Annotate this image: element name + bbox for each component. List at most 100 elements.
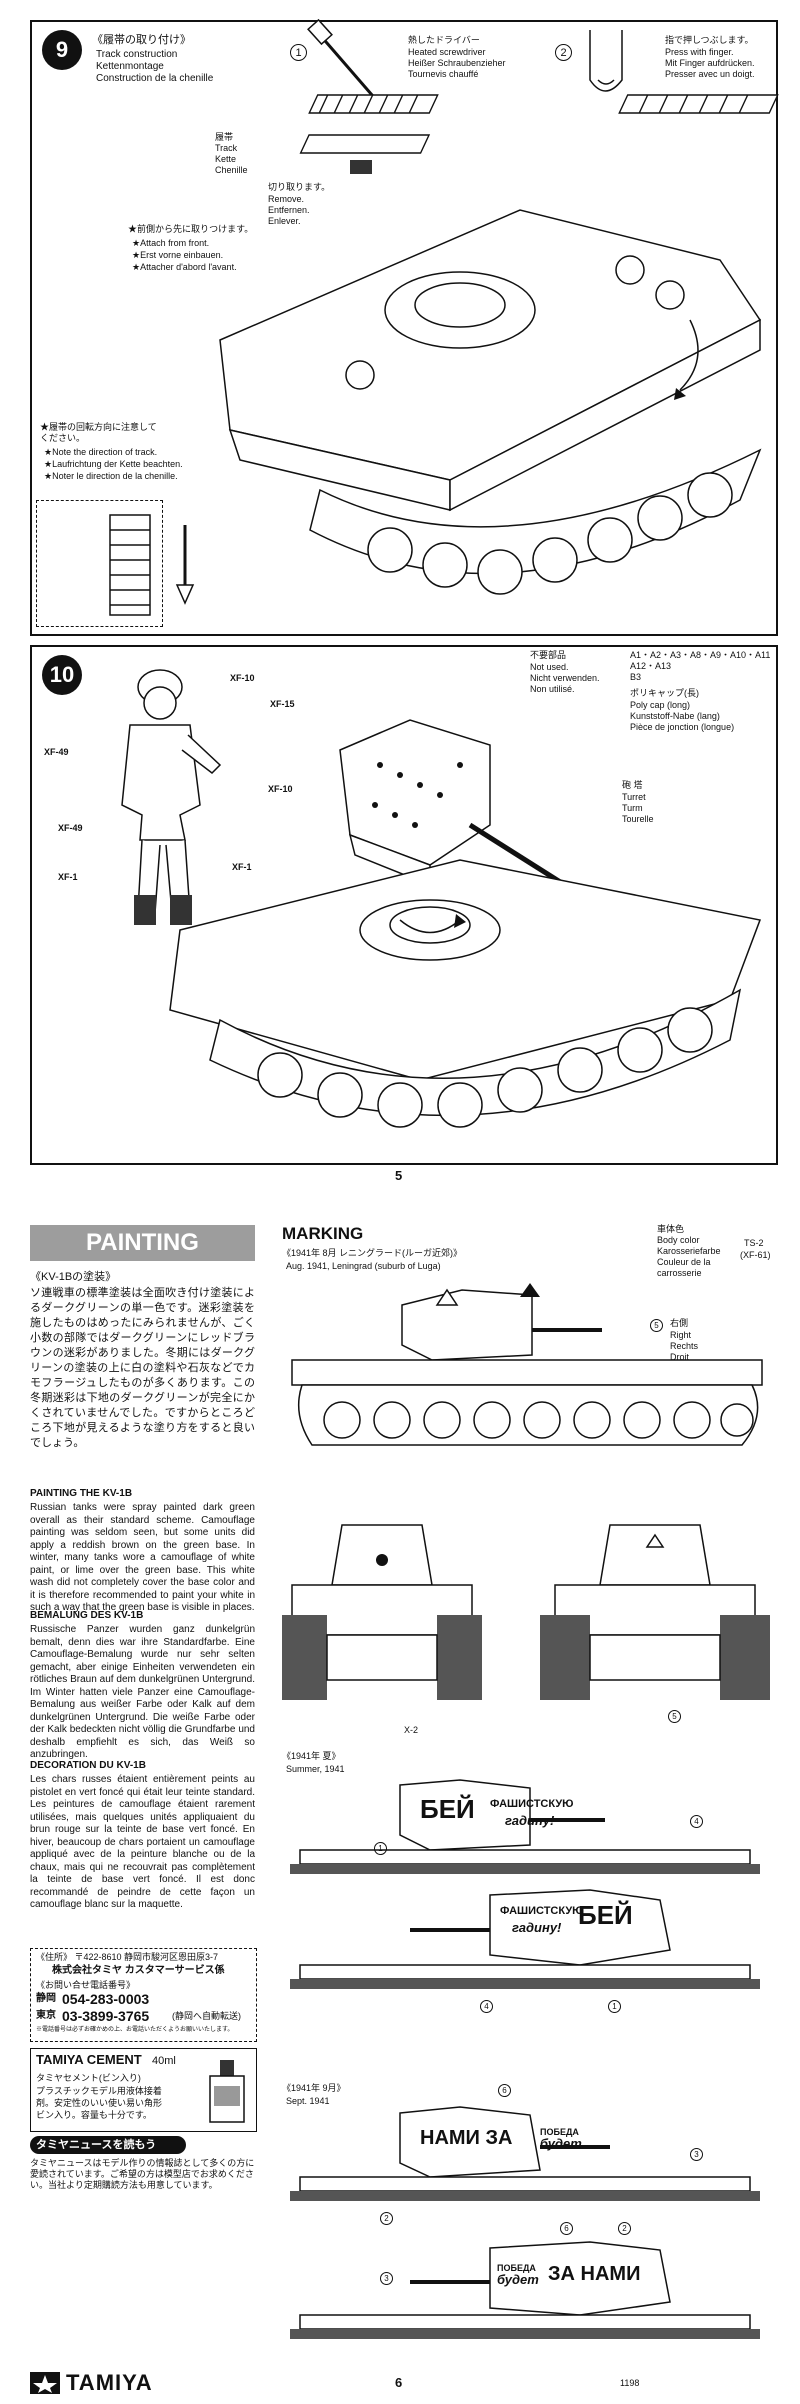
step9-title-fr: Construction de la chenille	[96, 73, 214, 84]
track-strip-illustration	[299, 94, 779, 174]
slogan-fash-2: ФАШИСТСКУЮ	[500, 1905, 584, 1917]
attach-note-en: ★Attach from front.	[132, 238, 210, 248]
slogan-zanami-2: ЗА НАМИ	[548, 2263, 641, 2285]
painting-jp-body: ソ連戦車の標準塗装は全面吹き付け塗装によるダークグリーンの単一色です。迷彩塗装を…	[30, 1287, 255, 1449]
painting-en-title: PAINTING THE KV-1B	[30, 1488, 133, 1499]
news-body: タミヤニュースはモデル作りの情報誌として多くの方に愛読されています。ご希望の方は…	[30, 2158, 255, 2190]
painting-banner: PAINTING	[30, 1225, 255, 1261]
slogan-gadinu-1: гадину!	[505, 1813, 555, 1828]
painting-de-body: Russische Panzer wurden ganz dunkelgrün …	[30, 1624, 255, 1760]
tank-hull-step9	[219, 209, 762, 595]
unused-label-en: Not used.	[530, 662, 569, 672]
body-color-code2: (XF-61)	[740, 1250, 771, 1260]
paint-callout-helmet: XF-10	[230, 673, 255, 683]
attach-note-fr: ★Attacher d'abord l'avant.	[132, 262, 237, 272]
marking-v3-en: Sept. 1941	[286, 2096, 330, 2106]
track-direction-inset	[36, 500, 163, 627]
track-label-jp: 履帯	[215, 132, 234, 142]
direction-note-jp: ★履帯の回転方向に注意して ください。	[40, 422, 157, 443]
marking-v3-jp: 《1941年 9月》	[282, 2083, 346, 2093]
step10-number: 10	[42, 655, 82, 695]
paint-callout-boots-right: XF-1	[232, 862, 252, 872]
screwdriver-label-fr: Tournevis chauffé	[408, 69, 479, 79]
cement-brand: TAMIYA CEMENT	[36, 2052, 142, 2067]
paint-callout-hand: XF-10	[268, 784, 293, 794]
contact-shizuoka-city: 静岡	[36, 1993, 56, 2004]
marking-title: MARKING	[282, 1224, 364, 1243]
paint-callout-boots-left: XF-1	[58, 872, 78, 882]
slogan-nami-1: НАМИ ЗА	[420, 2127, 513, 2149]
cut-label-fr: Enlever.	[268, 216, 301, 226]
cement-size: 40ml	[152, 2055, 176, 2067]
painting-jp-title: 《KV-1Bの塗装》	[30, 1271, 117, 1283]
contact-tokyo-note: (静岡へ自動転送)	[172, 2011, 241, 2021]
contact-company: 株式会社タミヤ カスタマーサービス係	[52, 1965, 225, 1976]
slogan-budet-2: будет	[497, 2272, 539, 2287]
cut-label-jp: 切り取ります。	[268, 182, 331, 192]
painting-fr-title: DECORATION DU KV-1B	[30, 1760, 146, 1771]
news-title: タミヤニュースを読もう	[30, 2136, 186, 2154]
press-label-de: Mit Finger aufdrücken.	[665, 58, 755, 68]
cement-bottle-icon	[209, 2060, 245, 2123]
contact-tokyo-number: 03-3899-3765	[62, 2008, 150, 2024]
cut-label-de: Entfernen.	[268, 205, 310, 215]
attach-note-de: ★Erst vorne einbauen.	[132, 250, 224, 260]
tank-v3-right	[290, 2241, 760, 2339]
direction-note-fr: ★Noter le direction de la chenille.	[44, 471, 178, 481]
slogan-bei-2: БЕЙ	[578, 1900, 633, 1930]
cut-label-en: Remove.	[268, 194, 305, 204]
substep2-number: 2	[555, 32, 576, 61]
decal-3-b: 3	[380, 2272, 397, 2285]
unused-parts-list: A1・A2・A3・A8・A9・A10・A11 A12・A13 B3	[630, 650, 771, 682]
tank-v3-left	[290, 2106, 760, 2201]
product-code: 1198	[620, 2378, 640, 2388]
marking-v2-en: Summer, 1941	[286, 1764, 345, 1774]
press-label-fr: Presser avec un doigt.	[665, 69, 755, 79]
track-direction-detail	[109, 514, 195, 616]
direction-note-de: ★Laufrichtung der Kette beachten.	[44, 459, 183, 469]
side-right-en: Right	[670, 1330, 692, 1340]
slogan-fash-1: ФАШИСТСКУЮ	[490, 1798, 574, 1810]
painting-en-body: Russian tanks were spray painted dark gr…	[30, 1502, 255, 1613]
screwdriver-label-jp: 熱したドライバー	[408, 35, 480, 45]
press-label-jp: 指で押しつぶします。	[665, 35, 754, 45]
polycap-label-jp: ポリキャップ(長)	[630, 688, 699, 698]
body-color-jp: 車体色	[657, 1224, 685, 1234]
contact-box	[30, 1948, 257, 2042]
decal-3-a: 3	[690, 2148, 707, 2161]
tank-hull-step10	[169, 859, 762, 1128]
body-color-en: Body color	[657, 1235, 700, 1245]
screwdriver-label-en: Heated screwdriver	[408, 47, 486, 57]
contact-phone-label: 《お問い合せ電話番号》	[36, 1980, 136, 1990]
turret-label-en: Turret	[622, 792, 646, 802]
slogan-pobeda-2: ПОБЕДА	[497, 2263, 536, 2273]
step9-title-en: Track construction	[96, 49, 178, 60]
attach-note-jp: ★前側から先に取りつけます。	[128, 224, 254, 234]
side-right-num: 5	[650, 1319, 667, 1332]
substep1-number: 1	[290, 32, 311, 61]
contact-tokyo-city: 東京	[36, 2010, 56, 2021]
decal-2-b: 2	[618, 2222, 635, 2235]
painting-fr-body: Les chars russes étaient entièrement pei…	[30, 1774, 255, 1910]
unused-label-fr: Non utilisé.	[530, 684, 575, 694]
slogan-bei-1: БЕЙ	[420, 1794, 475, 1824]
tank-v2-right	[290, 1889, 760, 1989]
track-label-en: Track	[215, 143, 238, 153]
track-label-de: Kette	[215, 154, 237, 164]
slogan-budet-1: будет	[540, 2136, 582, 2151]
decal-4-a: 4	[690, 1815, 707, 1828]
tank-front-view	[282, 1524, 482, 1700]
soldier-figure	[121, 669, 222, 925]
tamiya-logo-text: TAMIYA	[66, 2370, 153, 2395]
step9-title-de: Kettenmontage	[96, 61, 164, 72]
polycap-label-de: Kunststoff-Nabe (lang)	[630, 711, 720, 721]
cement-jp2: プラスチックモデル用液体接着	[36, 2086, 162, 2096]
decal-5-label: 5	[668, 1710, 685, 1723]
polycap-label-fr: Pièce de jonction (longue)	[630, 722, 735, 732]
body-color-code1: TS-2	[744, 1238, 764, 1248]
unused-label-de: Nicht verwenden.	[530, 673, 600, 683]
slogan-pobeda-1: ПОБЕДА	[540, 2127, 579, 2137]
cement-box	[30, 2048, 257, 2132]
step9-number: 9	[42, 30, 82, 70]
slogan-gadinu-2: гадину!	[512, 1920, 562, 1935]
